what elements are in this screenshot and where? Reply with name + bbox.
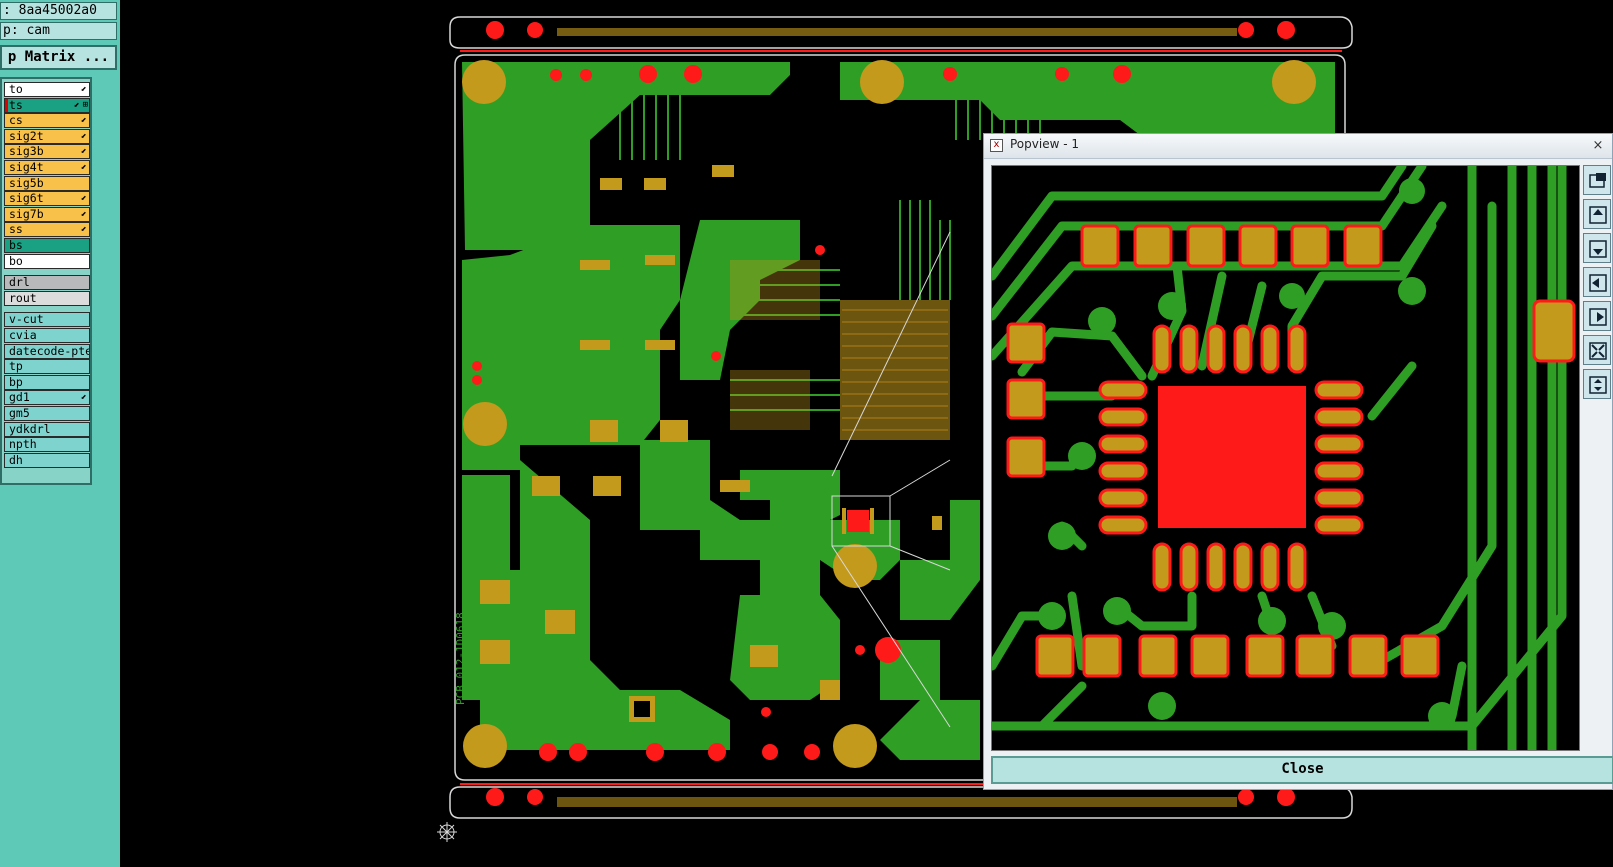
layer-name: gd1 (9, 390, 30, 405)
layer-name: sig4t (9, 160, 44, 174)
layer-name: bs (9, 238, 23, 252)
layer-row-dh[interactable]: dh (4, 452, 90, 468)
layer-panel: : 8aa45002a0 p: cam p Matrix ... to⬋ts⬋⊞… (0, 0, 120, 867)
layer-affected-icon: ⬋ (80, 392, 87, 404)
layer-row-sig5b[interactable]: sig5b (4, 175, 90, 191)
layer-row-gd1[interactable]: gd1 ⬋ (4, 390, 90, 406)
origin-crosshair-icon (437, 822, 457, 842)
layer-name: sig6t (9, 191, 44, 206)
close-button[interactable]: Close (991, 756, 1613, 784)
pan-right-icon[interactable] (1583, 301, 1611, 331)
layer-work-icon: ⊞ (82, 99, 88, 110)
layer-affected-icon: ⬋ (80, 193, 87, 205)
layer-name: npth (9, 437, 37, 452)
layer-row-sig7b[interactable]: sig7b ⬋ (4, 206, 90, 222)
layer-name: bp (9, 374, 23, 389)
layer-name: v-cut (9, 312, 44, 327)
layer-name: rout (9, 290, 37, 305)
layer-name: datecode-pte (9, 343, 90, 358)
layer-row-sig4t[interactable]: sig4t ⬋ (4, 160, 90, 175)
layer-name: drl (9, 275, 30, 290)
layer-name: sig5b (9, 175, 44, 190)
popview-window: x Popview - 1 × (983, 133, 1613, 790)
popview-toolbar (1583, 165, 1613, 445)
zoom-in-icon[interactable] (1583, 199, 1611, 229)
job-name-field: : 8aa45002a0 (0, 2, 117, 20)
board-silk-text: PCB 012-1D0618 (454, 612, 467, 705)
layer-name: gm5 (9, 406, 30, 420)
layer-row-bo[interactable]: bo (4, 253, 90, 269)
layer-row-sig3b[interactable]: sig3b ⬋ (4, 144, 90, 160)
layer-name: ts (9, 97, 23, 112)
layer-name: ydkdrl (9, 421, 51, 436)
layer-row-v-cut[interactable]: v-cut (4, 312, 90, 328)
layer-row-ydkdrl[interactable]: ydkdrl (4, 421, 90, 437)
layer-row-bp[interactable]: bp (4, 374, 90, 390)
step-name-field: p: cam (0, 22, 117, 40)
layer-row-tp[interactable]: tp (4, 359, 90, 375)
layer-row-datecode-pte[interactable]: datecode-pte (4, 343, 90, 359)
layer-affected-icon: ⬋ (80, 208, 87, 220)
popview-close-icon[interactable]: × (1592, 138, 1604, 153)
layer-name: sig7b (9, 206, 44, 221)
popview-titlebar[interactable]: x Popview - 1 × (984, 134, 1612, 159)
layer-name: bo (9, 253, 23, 268)
layer-row-ss[interactable]: ss ⬋ (4, 222, 90, 238)
layer-row-cvia[interactable]: cvia (4, 328, 90, 343)
popview-zoomed-view[interactable] (991, 165, 1580, 751)
layer-name: ss (9, 222, 23, 237)
zoomed-component-graphic (992, 166, 1576, 750)
layer-name: cvia (9, 328, 37, 342)
zoom-extents-icon[interactable] (1583, 335, 1611, 365)
layer-name: tp (9, 359, 23, 374)
layer-affected-icon: ⬋ (80, 115, 87, 127)
layer-affected-icon: ⬋ (80, 130, 87, 142)
layer-row-bs[interactable]: bs (4, 238, 90, 253)
layer-name: to (9, 82, 23, 96)
layer-affected-icon: ⬋ (80, 146, 87, 158)
layer-affected-icon: ⬋ (73, 99, 80, 111)
layer-row-sig2t[interactable]: sig2t ⬋ (4, 128, 90, 144)
zoom-home-icon[interactable] (1583, 369, 1611, 399)
layer-name: sig3b (9, 144, 44, 159)
layer-row-sig6t[interactable]: sig6t ⬋ (4, 191, 90, 207)
popview-title: Popview - 1 (1010, 137, 1079, 151)
layer-row-to[interactable]: to ⬋ (4, 82, 90, 97)
layer-row-cs[interactable]: cs ⬋ (4, 113, 90, 129)
matrix-button[interactable]: p Matrix ... (0, 45, 117, 70)
layer-name: cs (9, 113, 23, 128)
layer-row-drl[interactable]: drl (4, 275, 90, 291)
layer-affected-icon: ⬋ (80, 84, 87, 95)
layer-affected-icon: ⬋ (80, 224, 87, 236)
layer-row-gm5[interactable]: gm5 (4, 406, 90, 421)
layer-affected-icon: ⬋ (80, 162, 87, 173)
zoom-out-icon[interactable] (1583, 233, 1611, 263)
layer-row-npth[interactable]: npth (4, 437, 90, 453)
layer-name: sig2t (9, 128, 44, 143)
layer-row-rout[interactable]: rout (4, 290, 90, 306)
layer-name: dh (9, 452, 23, 467)
pan-left-icon[interactable] (1583, 267, 1611, 297)
popview-app-icon: x (990, 139, 1003, 152)
fit-window-icon[interactable] (1583, 165, 1611, 195)
layer-row-ts[interactable]: ts ⬋⊞ (4, 97, 90, 113)
